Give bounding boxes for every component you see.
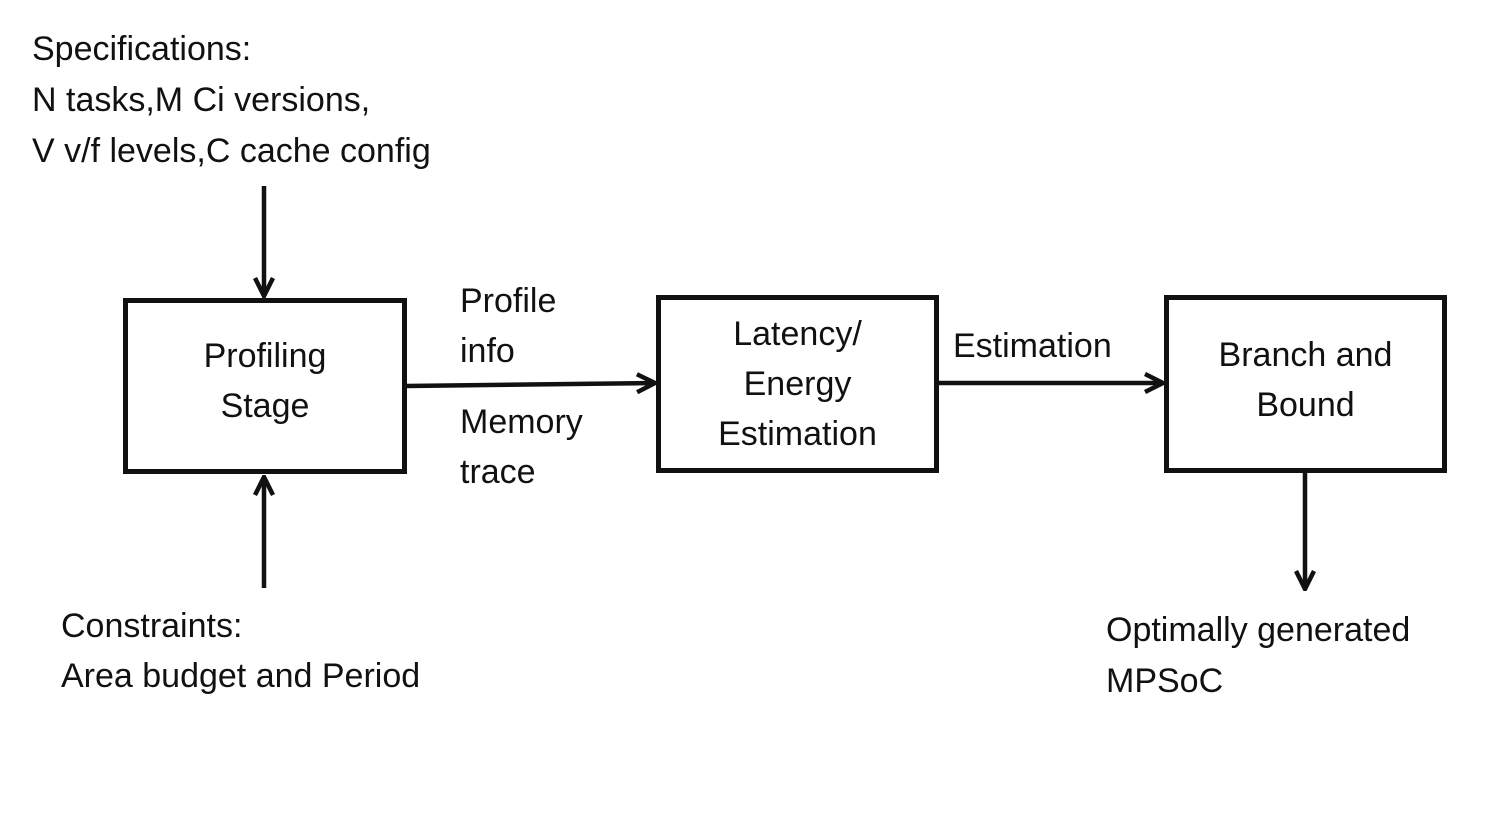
branch-and-bound-box: Branch and Bound xyxy=(1164,295,1447,473)
specifications-heading: Specifications: xyxy=(32,30,252,68)
edge-label-estimation: Estimation xyxy=(953,321,1112,372)
latency-label-line-3: Estimation xyxy=(718,415,877,453)
profiling-stage-label-line-1: Profiling xyxy=(203,337,327,375)
constraints-heading: Constraints: xyxy=(61,607,243,645)
output-line-2: MPSoC xyxy=(1106,662,1224,700)
edge-label-memory-trace: Memory trace xyxy=(460,397,583,497)
latency-label-line-1: Latency/ xyxy=(733,315,862,353)
specifications-line-2: V v/f levels,C cache config xyxy=(32,132,431,170)
latency-label-line-2: Energy xyxy=(743,365,852,403)
edge-label-profile-info: Profile info xyxy=(460,276,556,376)
constraints-line-1: Area budget and Period xyxy=(61,657,421,695)
specifications-line-1: N tasks,M Ci versions, xyxy=(32,81,371,119)
edge-label-memory-line-1: Memory xyxy=(460,403,583,441)
profiling-stage-box: Profiling Stage xyxy=(123,298,407,474)
latency-energy-estimation-box: Latency/ Energy Estimation xyxy=(656,295,939,473)
edge-label-profile-line-2: info xyxy=(460,332,515,370)
edge-label-profile-line-1: Profile xyxy=(460,282,557,320)
edge-label-estimation-text: Estimation xyxy=(953,327,1112,365)
profiling-stage-label-line-2: Stage xyxy=(220,387,310,425)
specifications-block: Specifications: N tasks,M Ci versions, V… xyxy=(32,24,431,177)
branch-label-line-1: Branch and xyxy=(1218,336,1393,374)
constraints-block: Constraints: Area budget and Period xyxy=(61,601,420,701)
arrow-profiling-to-latency xyxy=(405,383,655,386)
output-line-1: Optimally generated xyxy=(1106,611,1411,649)
edge-label-memory-line-2: trace xyxy=(460,453,536,491)
output-block: Optimally generated MPSoC xyxy=(1106,605,1410,707)
branch-label-line-2: Bound xyxy=(1256,386,1355,424)
